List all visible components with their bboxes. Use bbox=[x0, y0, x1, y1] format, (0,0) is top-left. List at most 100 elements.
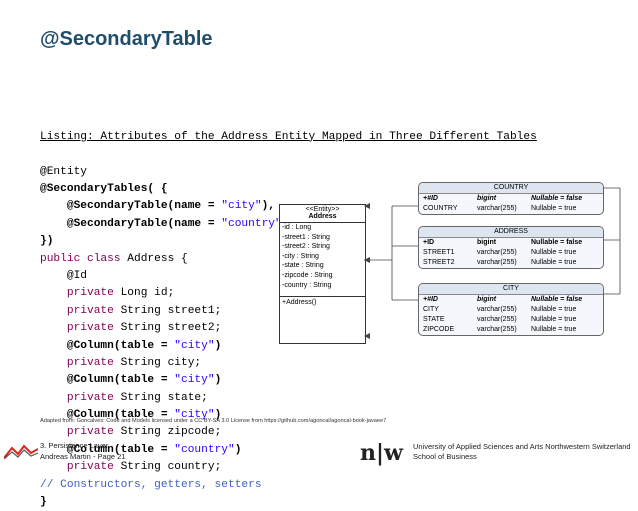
code-token: Long id; bbox=[120, 287, 175, 300]
code-line: // Constructors, getters, setters bbox=[40, 477, 560, 494]
uml-operation: +Address() bbox=[280, 296, 365, 309]
column-col: +ID bbox=[423, 239, 435, 246]
code-token: @Id bbox=[40, 269, 87, 282]
code-token: @SecondaryTable(name = bbox=[40, 200, 222, 213]
code-token: private bbox=[40, 461, 121, 474]
code-token: "city" bbox=[174, 409, 215, 422]
column-null: Nullable = true bbox=[531, 316, 577, 323]
code-token: ) bbox=[214, 409, 222, 422]
code-line: @Column(table = "country") bbox=[40, 442, 560, 459]
column-type: varchar(255) bbox=[477, 249, 517, 256]
credit-note: Adapted from: Goncalves: Code and Models… bbox=[40, 418, 387, 424]
code-token: public class bbox=[40, 252, 128, 265]
column-null: Nullable = false bbox=[531, 296, 583, 303]
code-line: @Column(table = "city") bbox=[40, 372, 560, 389]
code-token: ) bbox=[234, 443, 242, 456]
code-line: public class Address { bbox=[40, 251, 560, 268]
code-token: private bbox=[40, 304, 121, 317]
uml-attribute: -street1 : String bbox=[282, 233, 330, 241]
code-token: "country" bbox=[174, 443, 235, 456]
uml-attribute: -zipcode : String bbox=[282, 271, 333, 279]
table-name: COUNTRY bbox=[419, 183, 603, 194]
code-line: private String street2; bbox=[40, 320, 560, 337]
column-type: varchar(255) bbox=[477, 316, 517, 323]
footer-chapter: 3. Persistence Layer bbox=[40, 441, 109, 450]
code-token: @Column(table = bbox=[40, 409, 175, 422]
code-line: private String zipcode; bbox=[40, 424, 560, 441]
column-col: STREET2 bbox=[423, 259, 455, 266]
column-type: varchar(255) bbox=[477, 259, 517, 266]
column-type: varchar(255) bbox=[477, 306, 517, 313]
university-line2: School of Business bbox=[413, 452, 477, 461]
code-token: private bbox=[40, 426, 121, 439]
column-null: Nullable = true bbox=[531, 259, 577, 266]
code-token: @Column(table = bbox=[40, 443, 175, 456]
code-token: ), bbox=[261, 200, 276, 213]
table-row: STATE varchar(255) Nullable = true bbox=[419, 315, 603, 325]
fhnw-logo: n|w bbox=[360, 440, 403, 466]
listing-caption: Listing: Attributes of the Address Entit… bbox=[40, 130, 537, 143]
code-token: "city" bbox=[221, 200, 262, 213]
code-line: @Id bbox=[40, 268, 560, 285]
code-token: } bbox=[40, 496, 47, 509]
code-token: String city; bbox=[120, 356, 202, 369]
table-row: ZIPCODE varchar(255) Nullable = true bbox=[419, 325, 603, 335]
code-line: @Column(table = "city") bbox=[40, 407, 560, 424]
column-col: STATE bbox=[423, 316, 445, 323]
column-col: STREET1 bbox=[423, 249, 455, 256]
footer-page: Andreas Martin - Page 21 bbox=[40, 452, 126, 461]
table-name: ADDRESS bbox=[419, 227, 603, 238]
code-token: "city" bbox=[174, 374, 215, 387]
code-token: "city" bbox=[174, 339, 215, 352]
code-token: "country" bbox=[221, 217, 282, 230]
column-type: varchar(255) bbox=[477, 326, 517, 333]
column-type: varchar(255) bbox=[477, 205, 517, 212]
code-token: @SecondaryTables( { bbox=[40, 183, 168, 195]
column-null: Nullable = false bbox=[531, 239, 583, 246]
code-line: @Column(table = "city") bbox=[40, 338, 560, 355]
column-null: Nullable = true bbox=[531, 249, 577, 256]
code-token: ) bbox=[214, 374, 222, 387]
university-line1: University of Applied Sciences and Arts … bbox=[413, 442, 631, 451]
column-col: COUNTRY bbox=[423, 205, 458, 212]
mapping-connectors bbox=[364, 187, 621, 339]
code-token: String state; bbox=[120, 391, 208, 404]
table-row: STREET1 varchar(255) Nullable = true bbox=[419, 248, 603, 258]
slide-title: @SecondaryTable bbox=[40, 28, 213, 50]
column-col: +#ID bbox=[423, 195, 438, 202]
code-line: private String country; bbox=[40, 459, 560, 476]
code-token: @Column(table = bbox=[40, 339, 175, 352]
column-col: ZIPCODE bbox=[423, 326, 455, 333]
column-col: CITY bbox=[423, 306, 439, 313]
column-type: bigint bbox=[477, 195, 497, 202]
uml-attribute: -city : String bbox=[282, 252, 319, 260]
code-line: } bbox=[40, 494, 560, 511]
code-token: @SecondaryTable(name = bbox=[40, 217, 222, 230]
mountains-logo-icon bbox=[4, 444, 38, 459]
uml-entity-address: <<Entity>> Address -id : Long-street1 : … bbox=[279, 204, 366, 344]
code-token: private bbox=[40, 356, 121, 369]
code-line: @Entity bbox=[40, 164, 560, 181]
uml-attribute: -state : String bbox=[282, 262, 324, 270]
column-null: Nullable = true bbox=[531, 326, 577, 333]
uml-attribute: -street2 : String bbox=[282, 243, 330, 251]
column-col: +#ID bbox=[423, 296, 438, 303]
code-line: private String city; bbox=[40, 355, 560, 372]
code-token: private bbox=[40, 287, 121, 300]
code-line: private Long id; bbox=[40, 285, 560, 302]
code-line: private String street1; bbox=[40, 303, 560, 320]
code-token: private bbox=[40, 391, 121, 404]
code-token: ) bbox=[214, 339, 222, 352]
uml-class-name: Address bbox=[280, 213, 365, 223]
code-line: }) bbox=[40, 233, 560, 250]
university-name: University of Applied Sciences and Arts … bbox=[413, 442, 631, 462]
table-row: STREET2 varchar(255) Nullable = true bbox=[419, 258, 603, 268]
code-token: private bbox=[40, 322, 121, 335]
